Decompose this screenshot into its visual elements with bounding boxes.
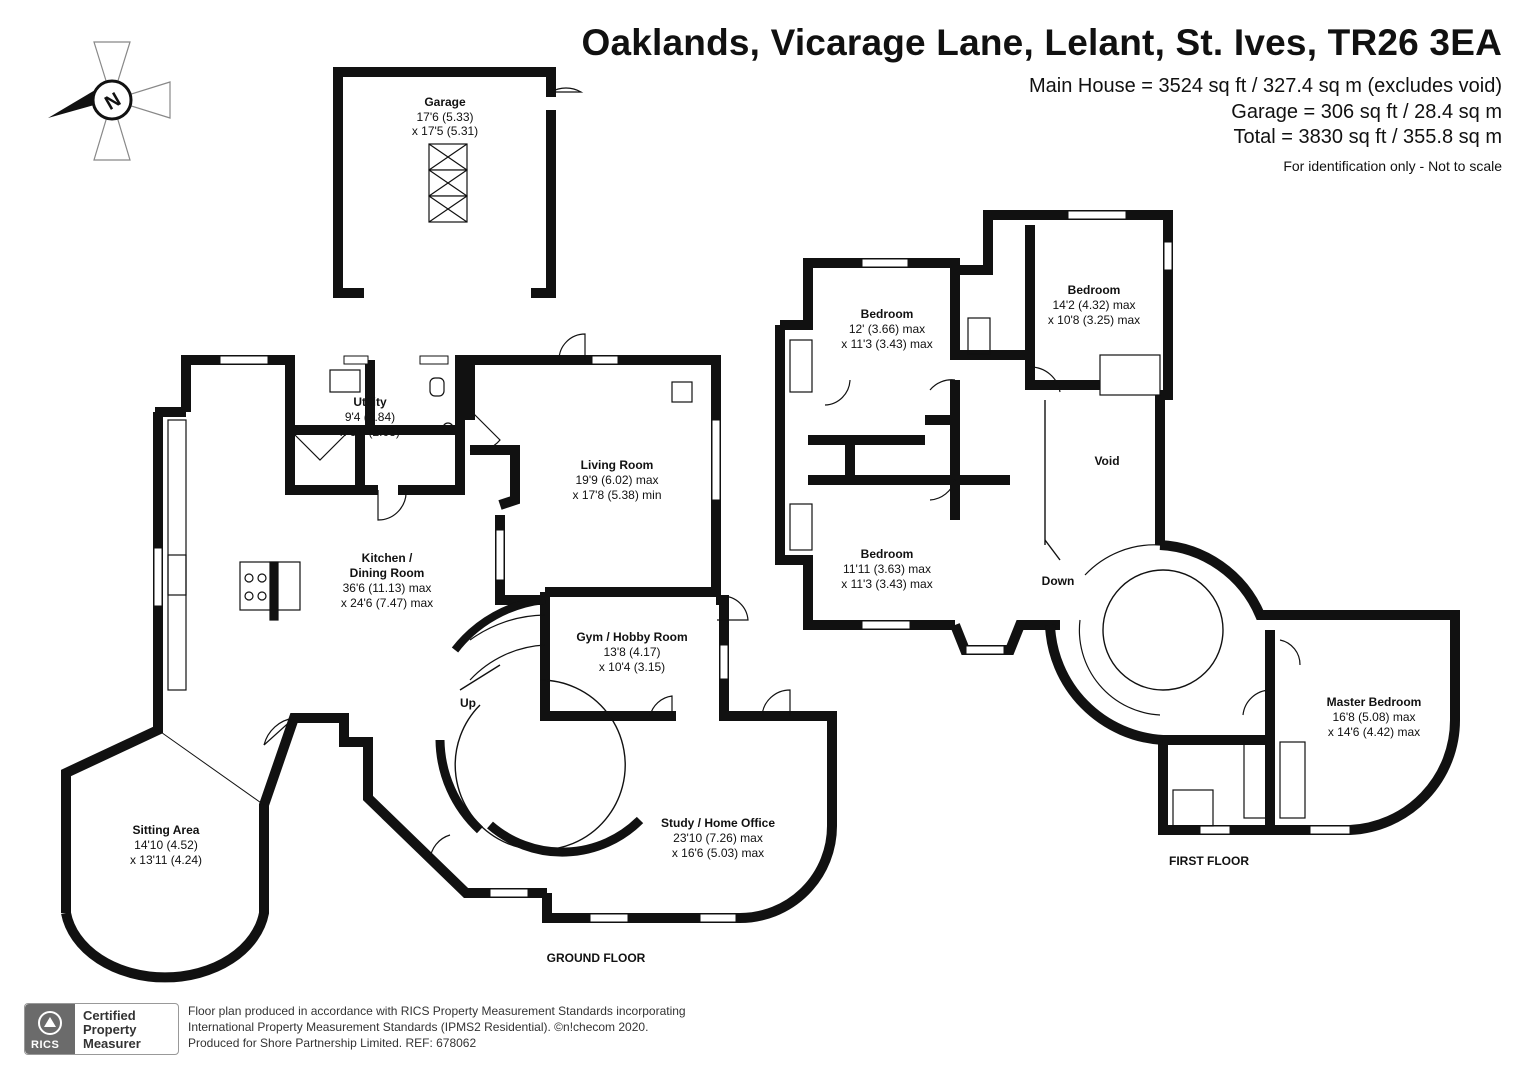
bedroom3-dim2: x 11'3 (3.43) max bbox=[841, 577, 932, 591]
badge-text: Certified Property Measurer bbox=[83, 1009, 141, 1051]
footnote-line-3: Produced for Shore Partnership Limited. … bbox=[188, 1036, 477, 1050]
ground-stairs bbox=[435, 596, 644, 857]
utility-dim1: 9'4 (2.84) bbox=[345, 410, 395, 424]
bedroom1-dim2: x 11'3 (3.43) max bbox=[841, 337, 932, 351]
room-labels: Garage 17'6 (5.33) x 17'5 (5.31) Utility… bbox=[130, 95, 1421, 965]
living-name: Living Room bbox=[581, 458, 654, 472]
gym-name: Gym / Hobby Room bbox=[576, 630, 687, 644]
living-dim1: 19'9 (6.02) max bbox=[576, 473, 659, 487]
rics-mark: RICS bbox=[31, 1039, 60, 1051]
first-windows bbox=[861, 210, 1351, 835]
garage-dim2: x 17'5 (5.31) bbox=[412, 124, 478, 138]
utility-name: Utility bbox=[353, 395, 387, 409]
master-dim2: x 14'6 (4.42) max bbox=[1328, 725, 1420, 739]
garage-door-icon bbox=[550, 87, 584, 93]
compass-icon: N bbox=[48, 41, 171, 161]
garage-skylights bbox=[428, 143, 468, 223]
property-title: Oaklands, Vicarage Lane, Lelant, St. Ive… bbox=[581, 22, 1502, 63]
rics-badge: RICS Certified Property Measurer bbox=[24, 1003, 179, 1055]
bedroom1-dim1: 12' (3.66) max bbox=[849, 322, 925, 336]
study-name: Study / Home Office bbox=[661, 816, 775, 830]
garage-name: Garage bbox=[424, 95, 466, 109]
bedroom1-name: Bedroom bbox=[861, 307, 914, 321]
bedroom2-dim1: 14'2 (4.32) max bbox=[1053, 298, 1136, 312]
sitting-area-divider bbox=[157, 729, 265, 806]
footnote-line-2: International Property Measurement Stand… bbox=[188, 1020, 649, 1034]
master-name: Master Bedroom bbox=[1327, 695, 1422, 709]
first-fixtures bbox=[789, 317, 1306, 827]
badge-line-3: Measurer bbox=[83, 1036, 141, 1051]
study-dim1: 23'10 (7.26) max bbox=[673, 831, 763, 845]
area-garage: Garage = 306 sq ft / 28.4 sq m bbox=[1231, 100, 1502, 123]
master-dim1: 16'8 (5.08) max bbox=[1333, 710, 1416, 724]
area-summary: Main House = 3524 sq ft / 327.4 sq m (ex… bbox=[1029, 74, 1502, 151]
kitchen-dim1: 36'6 (11.13) max bbox=[343, 581, 432, 595]
ground-fixtures bbox=[167, 333, 791, 861]
gym-dim2: x 10'4 (3.15) bbox=[599, 660, 665, 674]
footnote: Floor plan produced in accordance with R… bbox=[188, 1003, 686, 1051]
stairs-up-label: Up bbox=[460, 696, 476, 710]
bedroom3-dim1: 11'11 (3.63) max bbox=[843, 562, 931, 576]
utility-dim2: x 6'8 (2.03) bbox=[340, 425, 400, 439]
area-main-house: Main House = 3524 sq ft / 327.4 sq m (ex… bbox=[1028, 75, 1502, 97]
study-dim2: x 16'6 (5.03) max bbox=[672, 846, 764, 860]
sitting-name: Sitting Area bbox=[133, 823, 200, 837]
stairs-down-label: Down bbox=[1042, 574, 1075, 588]
void-name: Void bbox=[1094, 454, 1119, 468]
first-floor-label: FIRST FLOOR bbox=[1169, 854, 1249, 868]
bedroom2-dim2: x 10'8 (3.25) max bbox=[1048, 313, 1140, 327]
gym-dim1: 13'8 (4.17) bbox=[604, 645, 661, 659]
footer: RICS Certified Property Measurer Floor p… bbox=[22, 1001, 742, 1057]
garage-walls bbox=[333, 67, 556, 298]
sitting-dim2: x 13'11 (4.24) bbox=[130, 853, 202, 867]
kitchen-name1: Kitchen / bbox=[362, 551, 413, 565]
kitchen-name2: Dining Room bbox=[350, 566, 425, 580]
rics-logo-icon: RICS bbox=[25, 1004, 75, 1054]
area-total: Total = 3830 sq ft / 355.8 sq m bbox=[1233, 126, 1503, 148]
first-floor-walls bbox=[775, 210, 1461, 835]
ground-windows bbox=[153, 355, 737, 923]
first-stairs bbox=[1044, 400, 1224, 716]
badge-line-1: Certified bbox=[83, 1008, 136, 1023]
bedroom3-name: Bedroom bbox=[861, 547, 914, 561]
living-dim2: x 17'8 (5.38) min bbox=[573, 488, 662, 502]
scale-note: For identification only - Not to scale bbox=[1283, 158, 1502, 174]
rics-emblem-icon bbox=[38, 1011, 62, 1035]
bedroom2-name: Bedroom bbox=[1068, 283, 1121, 297]
footnote-line-1: Floor plan produced in accordance with R… bbox=[188, 1004, 686, 1018]
sitting-dim1: 14'10 (4.52) bbox=[134, 838, 198, 852]
badge-line-2: Property bbox=[83, 1022, 137, 1037]
kitchen-dim2: x 24'6 (7.47) max bbox=[341, 596, 433, 610]
ground-floor-label: GROUND FLOOR bbox=[547, 951, 646, 965]
garage-dim1: 17'6 (5.33) bbox=[417, 110, 474, 124]
